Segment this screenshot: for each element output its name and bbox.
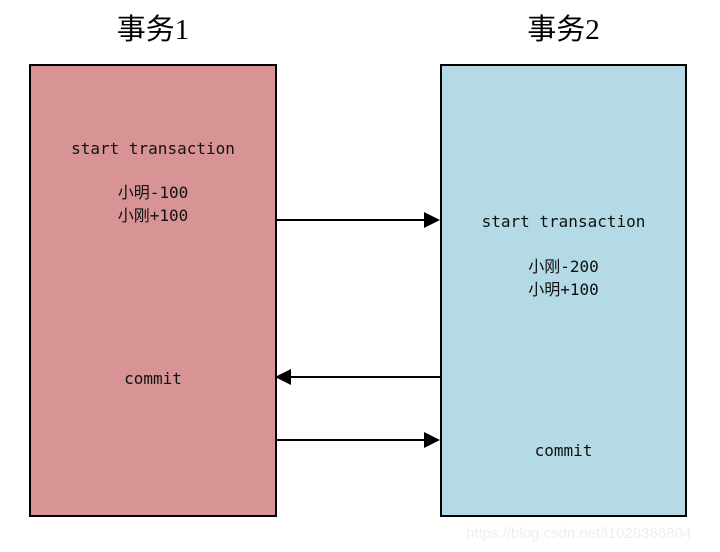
arrow-right-icon — [424, 212, 440, 228]
transaction-2-title: 事务2 — [527, 14, 600, 46]
transaction-2-operation-line: 小明+100 — [528, 280, 599, 300]
arrow-3-line — [277, 439, 425, 441]
arrow-left-icon — [275, 369, 291, 385]
transaction-1-title: 事务1 — [116, 14, 190, 46]
arrow-right-icon — [424, 432, 440, 448]
transaction-1-operation-line: 小明-100 — [117, 183, 189, 202]
transaction-1-operations: 小明-100 小刚+100 — [29, 181, 277, 227]
transaction-2-commit-label: commit — [534, 441, 593, 460]
arrow-1-line — [277, 219, 425, 221]
transaction-2-operation-line: 小刚-200 — [528, 257, 599, 276]
transaction-1-box — [29, 64, 277, 517]
transaction-2-box — [440, 64, 687, 517]
watermark-text: https://blog.csdn.net/l1028386804 — [466, 525, 692, 542]
transaction-1-operation-line: 小刚+100 — [117, 206, 189, 226]
transaction-1-commit-label: commit — [124, 369, 182, 388]
transaction-2-start-label: start transaction — [481, 212, 646, 231]
transaction-1-start-label: start transaction — [71, 139, 235, 158]
transaction-2-operations: 小刚-200 小明+100 — [440, 255, 687, 301]
arrow-2-line — [290, 376, 440, 378]
